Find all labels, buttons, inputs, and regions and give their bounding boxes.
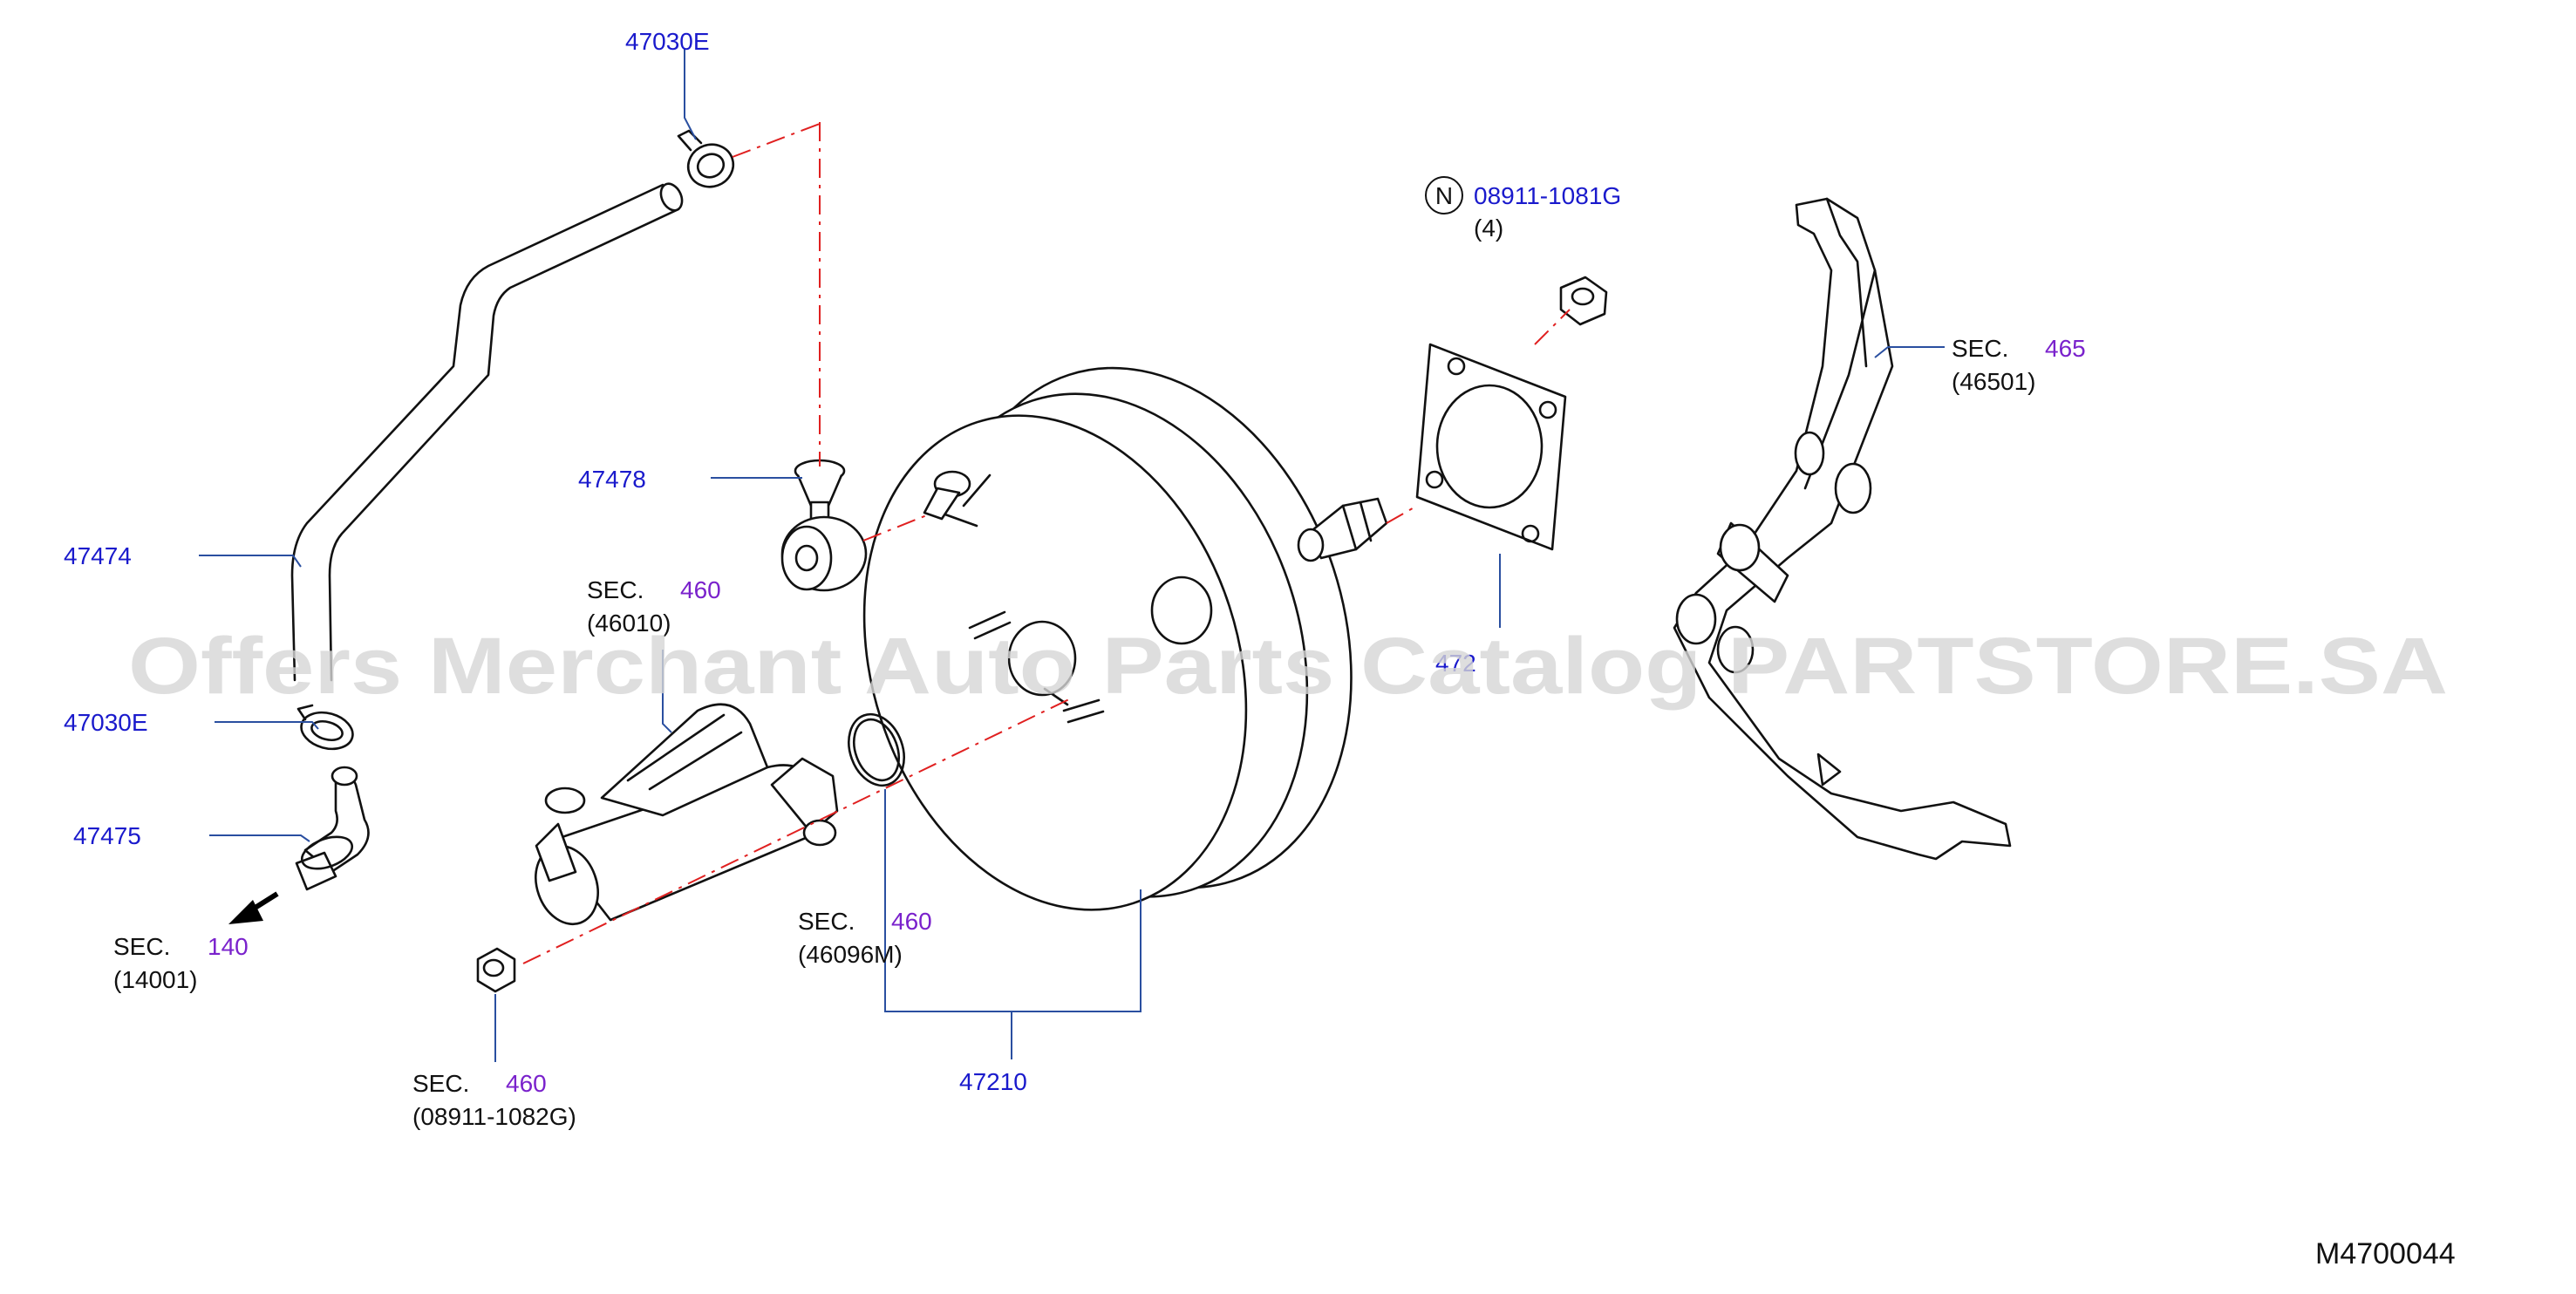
sec-465-label: SEC.	[1952, 335, 2008, 362]
master-cylinder[interactable]	[525, 703, 839, 933]
sec-465-code: (46501)	[1952, 368, 2036, 395]
check-valve[interactable]	[780, 459, 868, 592]
hose-clamp-mid[interactable]	[296, 704, 357, 754]
centerlines	[522, 121, 1571, 964]
n-symbol-letter: N	[1435, 182, 1453, 209]
nut-top[interactable]	[1559, 276, 1608, 326]
nut-bottom[interactable]	[476, 947, 516, 993]
sec-460-b-code: (46096M)	[798, 941, 903, 968]
sec-140-code: (14001)	[113, 966, 198, 993]
n-symbol: N	[1425, 176, 1463, 215]
callout-47030e-top[interactable]: 47030E	[625, 28, 710, 55]
callout-47474[interactable]: 47474	[64, 542, 132, 569]
sec-460-c-link[interactable]: 460	[506, 1070, 547, 1097]
sec-460-c-label: SEC.	[412, 1070, 469, 1097]
vacuum-hose[interactable]	[290, 180, 686, 682]
callout-47475[interactable]: 47475	[73, 822, 141, 849]
sec-460-b-link[interactable]: 460	[891, 908, 932, 935]
o-ring[interactable]	[839, 706, 913, 793]
direction-arrow	[228, 891, 279, 924]
callout-qty-4: (4)	[1474, 215, 1503, 242]
callout-47211-partial[interactable]: 472	[1435, 650, 1476, 677]
pedal-bracket[interactable]	[1673, 197, 2012, 861]
sec-460-a-code: (46010)	[587, 610, 671, 637]
callout-47210[interactable]: 47210	[959, 1068, 1027, 1095]
sec-460-b-label: SEC.	[798, 908, 855, 935]
sec-460-a-label: SEC.	[587, 576, 644, 603]
sec-140-link[interactable]: 140	[208, 933, 249, 960]
sec-465-link[interactable]: 465	[2045, 335, 2086, 362]
brake-booster[interactable]	[803, 316, 1416, 960]
hose-clamp-top[interactable]	[677, 129, 739, 193]
sec-460-a-link[interactable]: 460	[680, 576, 721, 603]
sec-140-label: SEC.	[113, 933, 170, 960]
gasket[interactable]	[1415, 343, 1567, 551]
callout-47030e-mid[interactable]: 47030E	[64, 709, 148, 736]
callout-47478[interactable]: 47478	[578, 466, 646, 493]
leader-lines	[199, 49, 1945, 1062]
pushrod-clevis[interactable]	[1297, 497, 1388, 562]
elbow-hose[interactable]	[295, 766, 370, 891]
callout-08911-1081g[interactable]: 08911-1081G	[1474, 182, 1621, 209]
watermark: Offers Merchant Auto Parts Catalog PARTS…	[128, 622, 2448, 711]
figure-code: M4700044	[2315, 1237, 2456, 1270]
sec-460-c-code: (08911-1082G)	[412, 1103, 576, 1130]
